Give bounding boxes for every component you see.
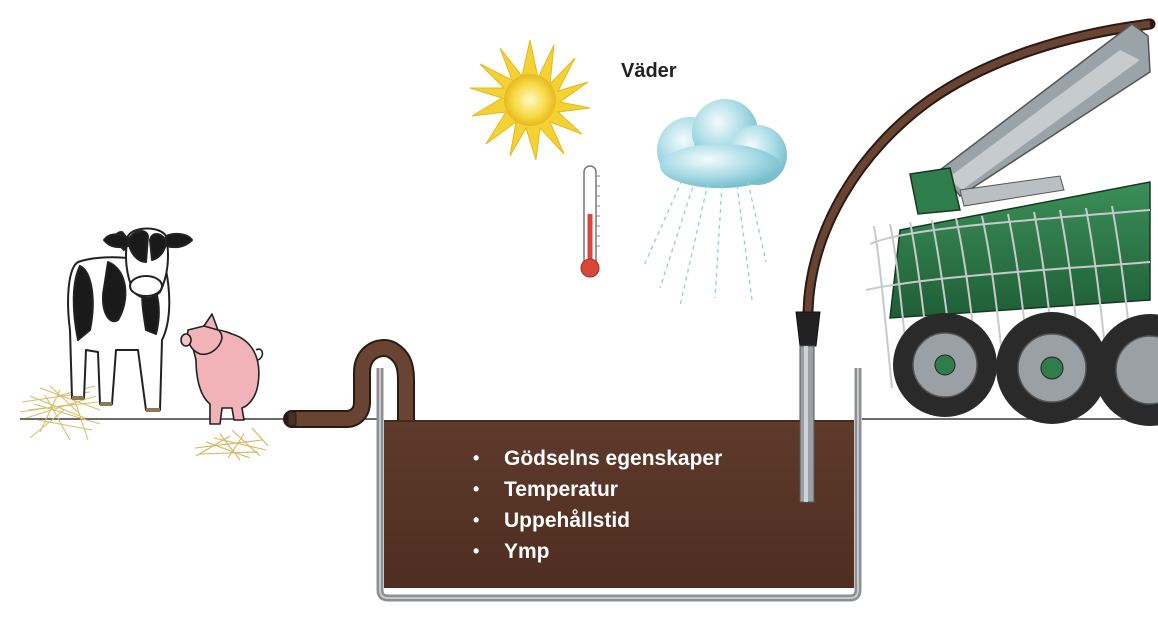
cow-illustration (67, 227, 193, 412)
factor-list: Gödselns egenskaper Temperatur Uppehålls… (470, 443, 722, 567)
slurry-tanker-illustration (865, 23, 1158, 426)
sun-icon (469, 39, 591, 161)
factor-item: Temperatur (470, 474, 722, 505)
tanker-wheel (1094, 314, 1158, 426)
factor-item: Uppehållstid (470, 505, 722, 536)
thermometer-icon (580, 165, 600, 278)
factor-item: Ymp (470, 536, 722, 567)
rain-cloud-icon (642, 99, 787, 307)
factor-item: Gödselns egenskaper (470, 443, 722, 474)
tanker-wheel (893, 313, 997, 417)
pig-illustration (180, 313, 264, 425)
tanker-wheel (996, 312, 1108, 424)
weather-label: Väder (621, 60, 677, 82)
inlet-pipe (283, 339, 415, 511)
straw-pile-small (194, 427, 269, 461)
suction-pipe (795, 18, 1156, 503)
straw-pile (19, 385, 101, 441)
